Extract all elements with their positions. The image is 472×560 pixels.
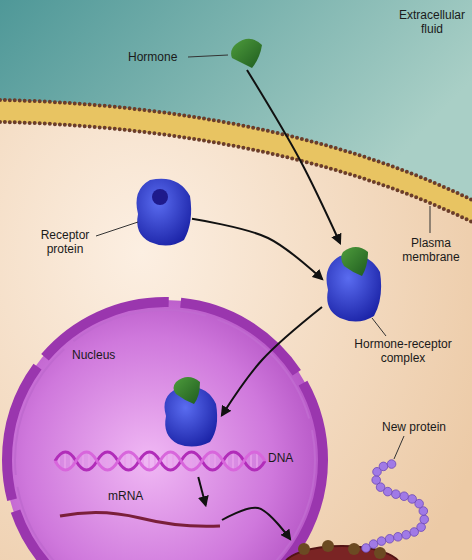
amino-acid bbox=[417, 523, 426, 532]
dna-rung bbox=[250, 453, 252, 469]
hormone-molecule bbox=[231, 39, 262, 68]
arrow-connector bbox=[222, 508, 290, 539]
amino-acid bbox=[377, 537, 386, 546]
dna-rung bbox=[256, 453, 258, 470]
mrna-strand bbox=[60, 512, 220, 526]
receptor-node: Receptor protein bbox=[132, 178, 192, 246]
trna bbox=[322, 540, 334, 552]
node-label: DNA bbox=[268, 451, 293, 465]
dna-rung bbox=[190, 452, 192, 470]
region-label: Extracellular fluid bbox=[394, 8, 470, 36]
dna-rung bbox=[148, 452, 150, 470]
amino-acid bbox=[420, 515, 429, 524]
membrane-band bbox=[0, 100, 472, 222]
node-label: Hormone bbox=[128, 50, 177, 64]
amino-acid bbox=[392, 490, 401, 499]
amino-acid bbox=[372, 476, 381, 485]
nucleus-body bbox=[5, 300, 325, 560]
arrow-connector bbox=[198, 477, 205, 505]
node-label: Nucleus bbox=[72, 348, 115, 362]
amino-acid bbox=[369, 540, 378, 549]
leader-line bbox=[430, 206, 431, 233]
dna-rung bbox=[208, 453, 210, 469]
nuclear-envelope-inner bbox=[15, 310, 315, 560]
dna-rung bbox=[232, 452, 234, 470]
dna-rung bbox=[172, 453, 174, 470]
dna-rung bbox=[88, 453, 90, 470]
extracellular-region bbox=[0, 0, 472, 200]
leader-line bbox=[372, 318, 386, 336]
leader-line bbox=[394, 436, 404, 459]
node-label: New protein bbox=[382, 420, 446, 434]
dna-rung bbox=[130, 453, 132, 470]
nuclear-envelope bbox=[7, 302, 323, 560]
protein-beads bbox=[362, 460, 429, 553]
region-label: Plasma membrane bbox=[398, 236, 464, 264]
amino-acid bbox=[379, 462, 388, 471]
arrow-connector bbox=[222, 307, 322, 415]
complex-node: Hormone-receptor complex bbox=[322, 243, 382, 323]
amino-acid bbox=[387, 460, 396, 469]
mrna-node: mRNA bbox=[58, 505, 222, 535]
arrow-connector bbox=[247, 70, 340, 243]
dna-rung bbox=[106, 452, 108, 470]
membrane-heads bbox=[0, 100, 472, 200]
arrow-connector bbox=[192, 219, 322, 279]
dna-rung bbox=[124, 453, 126, 469]
hormone-node: Hormone bbox=[230, 36, 264, 70]
dna-rung bbox=[166, 453, 168, 469]
complex-hormone bbox=[341, 247, 368, 276]
nucleus-node: DNA mRNA Nucleus bbox=[5, 300, 325, 560]
dna-rung bbox=[214, 453, 216, 470]
trna bbox=[298, 543, 310, 555]
leader-line bbox=[96, 222, 138, 236]
amino-acid bbox=[402, 530, 411, 539]
nuclear-complex-hormone bbox=[174, 377, 201, 404]
protein-node: New protein bbox=[290, 455, 440, 560]
amino-acid bbox=[385, 534, 394, 543]
trna bbox=[374, 547, 386, 559]
dna-strand bbox=[55, 452, 265, 470]
amino-acid bbox=[400, 492, 409, 501]
amino-acid bbox=[394, 533, 403, 542]
membrane-heads bbox=[0, 122, 472, 222]
node-label: Receptor protein bbox=[34, 228, 96, 256]
protein-chain bbox=[366, 464, 424, 548]
node-label: mRNA bbox=[108, 489, 143, 503]
amino-acid bbox=[408, 495, 417, 504]
leader-line bbox=[188, 55, 228, 57]
dna-rung bbox=[82, 453, 84, 469]
receptor-site bbox=[152, 189, 168, 205]
dna-rung bbox=[64, 452, 66, 470]
receptor-protein bbox=[137, 179, 192, 246]
node-label: Hormone-receptor complex bbox=[346, 337, 460, 365]
dna-strand bbox=[55, 452, 265, 470]
trna bbox=[348, 543, 360, 555]
dna-node: DNA bbox=[52, 445, 264, 477]
